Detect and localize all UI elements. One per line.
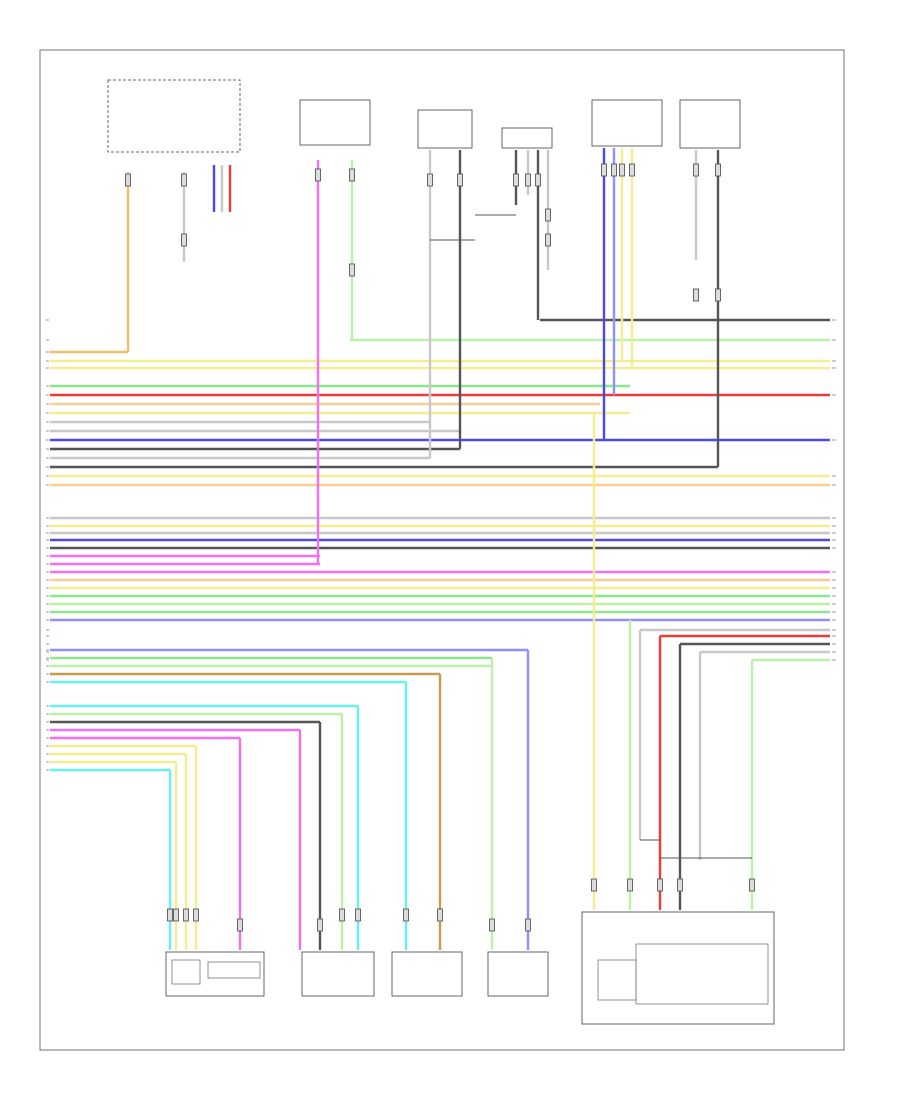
connector-33 [525, 918, 531, 932]
connector-18 [693, 163, 699, 177]
connectors [125, 163, 755, 932]
connector-7 [427, 173, 433, 187]
connector-32 [489, 918, 495, 932]
connector-16 [619, 163, 625, 177]
connector-11 [535, 173, 541, 187]
connector-17 [629, 163, 635, 177]
connector-top-3-box [501, 127, 553, 149]
connector-29 [355, 908, 361, 922]
connector-35 [627, 878, 633, 892]
connector-20 [693, 288, 699, 302]
connector-10 [525, 173, 531, 187]
connector-3 [181, 233, 187, 247]
connector-19 [715, 163, 721, 177]
connector-28 [339, 908, 345, 922]
diagram-border [39, 49, 845, 1051]
horizontal-wires [50, 318, 830, 772]
connector-38 [749, 878, 755, 892]
connector-23 [173, 908, 179, 922]
connector-8 [457, 173, 463, 187]
ecu-top-1-box [299, 99, 371, 146]
connector-2 [181, 173, 187, 187]
ecu-top-5-box [679, 99, 741, 149]
connector-31 [437, 908, 443, 922]
connector-25 [193, 908, 199, 922]
connector-21 [715, 288, 721, 302]
sensor-top-2-box [417, 109, 473, 149]
connector-30 [403, 908, 409, 922]
sub-box-1 [171, 959, 201, 985]
connector-4 [315, 168, 321, 182]
sub-box-2 [207, 961, 261, 979]
sub-box-4 [635, 943, 769, 1005]
connector-34 [591, 878, 597, 892]
sensor-bottom-4-box [487, 951, 549, 997]
pin-markers [46, 319, 836, 771]
connector-22 [167, 908, 173, 922]
connector-27 [317, 918, 323, 932]
connector-15 [611, 163, 617, 177]
connector-13 [545, 233, 551, 247]
connector-26 [237, 918, 243, 932]
connector-6 [349, 263, 355, 277]
connector-37 [677, 878, 683, 892]
connector-1 [125, 173, 131, 187]
sensor-bottom-2-box [301, 951, 375, 997]
sensor-bottom-1-box [165, 951, 265, 997]
sub-box-3 [597, 959, 637, 1001]
actuator-bottom-5-box [581, 911, 775, 1025]
connector-24 [183, 908, 189, 922]
connector-14 [601, 163, 607, 177]
connector-36 [657, 878, 663, 892]
connector-12 [545, 208, 551, 222]
components [107, 79, 775, 1025]
connector-5 [349, 168, 355, 182]
combination-meter-box [107, 79, 241, 153]
sensor-bottom-3-box [391, 951, 463, 997]
ecu-top-4-box [591, 99, 663, 147]
connector-9 [513, 173, 519, 187]
